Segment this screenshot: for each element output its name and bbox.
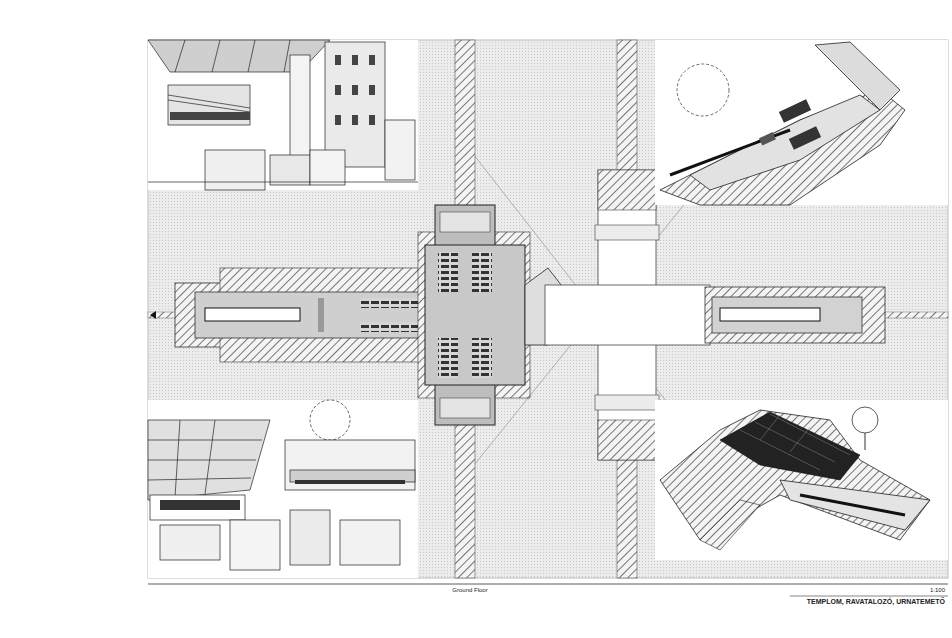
stair-wing [418,232,530,398]
pews [438,252,458,292]
plaza-steps [598,420,656,460]
sheet-note: 1:100 [929,587,946,593]
plaza-steps [598,170,656,210]
plaza [545,285,710,345]
water-pool [205,308,300,321]
wall [318,298,324,332]
axis-arrow [150,311,156,319]
church-hall [425,245,525,385]
pews [360,322,420,332]
pews [438,338,458,378]
room [440,398,490,418]
pews [360,298,420,308]
interior-perspective [148,40,418,190]
pews [472,252,492,292]
wing-floor [195,292,445,338]
bench [595,225,659,240]
title-rule [148,584,948,585]
aerial-view [655,400,948,560]
sheet-note: Ground Floor [451,587,488,593]
interior-perspective [148,400,418,578]
aerial-view [655,40,948,205]
stair-wing [705,287,885,343]
title-rule [790,596,948,597]
sheet-ground [148,40,948,578]
wing-floor [712,297,862,333]
water-pool [720,308,820,321]
bench [595,395,659,410]
pews [472,338,492,378]
room [440,212,490,232]
sheet-title: TEMPLOM, RAVATALOZÓ, URNATEMETŐ [806,598,946,605]
